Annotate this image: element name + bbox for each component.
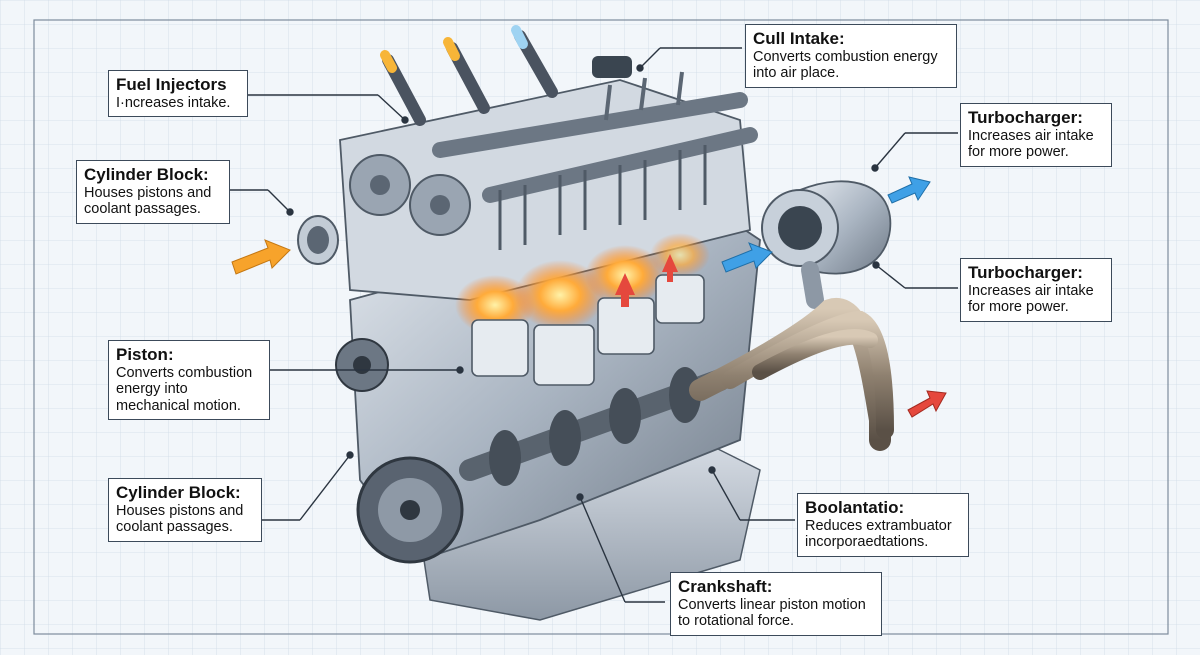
combustion-glow-4 xyxy=(650,233,710,277)
callout-cull-intake: Cull Intake: Converts combustion energy … xyxy=(745,24,957,88)
exhaust-manifold xyxy=(689,298,894,451)
pistons xyxy=(471,274,705,386)
combustion-glow-2 xyxy=(515,260,605,330)
turbo-inlet-arrow xyxy=(721,242,773,273)
callout-description: Converts combustion energy into air plac… xyxy=(753,49,938,82)
leader-lines xyxy=(230,47,958,603)
callout-title: Crankshaft: xyxy=(678,577,773,596)
turbo-pipe xyxy=(801,261,824,309)
callout-description: Houses pistons and coolant passages. xyxy=(116,503,244,536)
callout-title: Cull Intake: xyxy=(753,29,845,48)
callout-description: Converts linear piston motion to rotatio… xyxy=(678,597,866,630)
callout-title: Turbocharger: xyxy=(968,263,1083,282)
callout-title: Cylinder Block: xyxy=(116,483,241,502)
callout-title: Cylinder Block: xyxy=(84,165,209,184)
callout-title: Boolantatio: xyxy=(805,498,905,517)
callout-description: Converts combustion energy into mechanic… xyxy=(116,365,253,414)
callout-description: Increases air intake for more power. xyxy=(968,283,1094,316)
callout-description: Reduces extrambuator incorporaedtations. xyxy=(805,518,952,551)
callout-title: Piston: xyxy=(116,345,174,364)
callout-fuel-injectors: Fuel Injectors I·ncreases intake. xyxy=(108,70,248,118)
callout-cylinder-block-upper: Cylinder Block: Houses pistons and coola… xyxy=(76,160,230,224)
callout-description: Houses pistons and coolant passages. xyxy=(84,185,212,218)
camshaft-1 xyxy=(432,92,748,158)
callout-turbocharger-lower: Turbocharger: Increases air intake for m… xyxy=(960,258,1112,322)
piston-arrow-1 xyxy=(615,273,635,307)
valve-springs xyxy=(498,145,707,250)
piston-arrow-2 xyxy=(662,254,678,282)
callout-piston: Piston: Converts combustion energy into … xyxy=(108,340,270,420)
air-intake-arrow xyxy=(231,239,291,275)
turbo-outlet-arrow xyxy=(887,176,931,204)
oil-cap xyxy=(592,56,632,78)
callout-turbocharger-upper: Turbocharger: Increases air intake for m… xyxy=(960,103,1112,167)
exhaust-arrow xyxy=(907,390,947,418)
callout-crankshaft: Crankshaft: Converts linear piston motio… xyxy=(670,572,882,636)
frame-border xyxy=(33,19,1169,635)
spark-plugs xyxy=(604,71,684,121)
callout-title: Turbocharger: xyxy=(968,108,1083,127)
callout-description: Increases air intake for more power. xyxy=(968,128,1094,161)
callout-boolantatio: Boolantatio: Reduces extrambuator incorp… xyxy=(797,493,969,557)
callout-description: I·ncreases intake. xyxy=(116,95,231,112)
callout-title: Fuel Injectors xyxy=(116,75,227,94)
callout-cylinder-block-lower: Cylinder Block: Houses pistons and coola… xyxy=(108,478,262,542)
fuel-injectors xyxy=(380,25,558,126)
crank-throws xyxy=(489,367,701,486)
